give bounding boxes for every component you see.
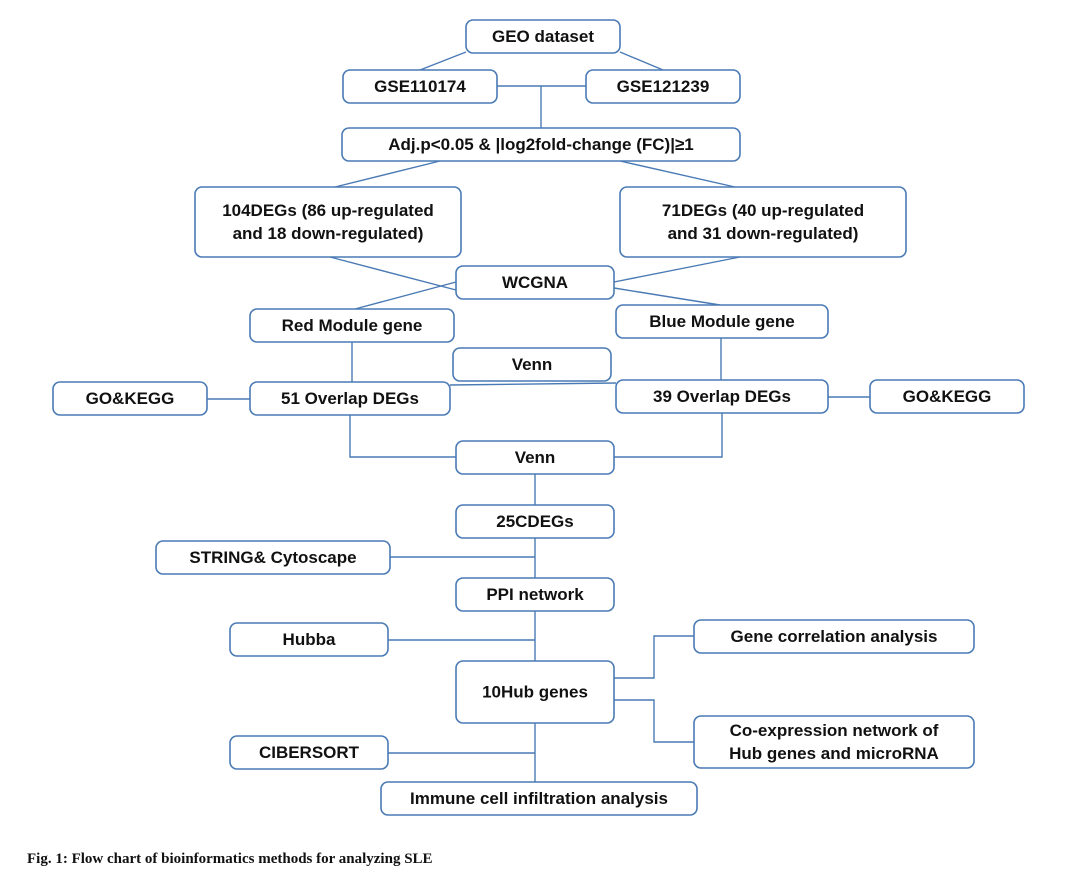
node-venn2-box bbox=[455, 440, 615, 475]
node-filter-label: Adj.p<0.05 & |log2fold-change (FC)|≥1 bbox=[388, 135, 694, 154]
node-blue-box bbox=[615, 304, 829, 339]
node-venn2: Venn bbox=[455, 440, 615, 475]
node-string-box bbox=[155, 540, 391, 575]
node-venn1-label: Venn bbox=[512, 355, 553, 374]
node-cdegs-box bbox=[455, 504, 615, 539]
node-cibersort-box bbox=[229, 735, 389, 770]
node-geo-label: GEO dataset bbox=[492, 27, 594, 46]
node-hub-label: 10Hub genes bbox=[482, 683, 588, 702]
node-overlap51-box bbox=[249, 381, 451, 416]
edge-filter-to-degs71 bbox=[619, 160, 736, 188]
node-corr: Gene correlation analysis bbox=[693, 619, 975, 654]
edge-overlap39-to-venn2 bbox=[614, 413, 723, 458]
edge-wcgna-to-red bbox=[354, 281, 457, 310]
node-cdegs: 25CDEGs bbox=[455, 504, 615, 539]
node-ppi: PPI network bbox=[455, 577, 615, 612]
node-immune-box bbox=[380, 781, 698, 816]
node-overlap51: 51 Overlap DEGs bbox=[249, 381, 451, 416]
node-venn1: Venn bbox=[452, 347, 612, 382]
node-venn2-label: Venn bbox=[515, 448, 556, 467]
node-overlap39-box bbox=[615, 379, 829, 414]
node-red-label: Red Module gene bbox=[282, 316, 423, 335]
edge-filter-to-degs104 bbox=[334, 160, 441, 188]
node-hub: 10Hub genes bbox=[455, 660, 615, 724]
node-degs104-label: and 18 down-regulated) bbox=[233, 224, 424, 243]
node-venn1-box bbox=[452, 347, 612, 382]
edge-hub-to-corr bbox=[614, 635, 694, 679]
node-immune: Immune cell infiltration analysis bbox=[380, 781, 698, 816]
node-gse110174-box bbox=[342, 69, 498, 104]
node-gse121239: GSE121239 bbox=[585, 69, 741, 104]
node-coexpr-label: Co-expression network of bbox=[730, 721, 939, 740]
node-filter: Adj.p<0.05 & |log2fold-change (FC)|≥1 bbox=[341, 127, 741, 162]
edge-overlap51-to-venn2 bbox=[349, 415, 456, 458]
node-gse110174-label: GSE110174 bbox=[374, 77, 466, 96]
node-coexpr: Co-expression network of Hub genes and mi… bbox=[693, 715, 975, 769]
node-ppi-box bbox=[455, 577, 615, 612]
node-gse121239-box bbox=[585, 69, 741, 104]
node-red-box bbox=[249, 308, 455, 343]
node-degs71-label: and 31 down-regulated) bbox=[668, 224, 859, 243]
node-wcgna-label: WCGNA bbox=[502, 273, 568, 292]
node-corr-label: Gene correlation analysis bbox=[731, 627, 938, 646]
node-degs104-label: 104DEGs (86 up-regulated bbox=[222, 201, 434, 220]
node-corr-box bbox=[693, 619, 975, 654]
flowchart-edges bbox=[207, 51, 870, 782]
node-degs71-box bbox=[619, 186, 907, 258]
node-gokegg_right-label: GO&KEGG bbox=[903, 387, 992, 406]
node-filter-box bbox=[341, 127, 741, 162]
node-degs104-box bbox=[194, 186, 462, 258]
node-degs104: 104DEGs (86 up-regulated and 18 down-regu… bbox=[194, 186, 462, 258]
node-gokegg_right: GO&KEGG bbox=[869, 379, 1025, 414]
node-gse121239-label: GSE121239 bbox=[617, 77, 710, 96]
edge-geo-to-gse110174 bbox=[419, 51, 467, 71]
node-hubba-box bbox=[229, 622, 389, 657]
node-red: Red Module gene bbox=[249, 308, 455, 343]
node-geo-box bbox=[465, 19, 621, 54]
edge-degs104-to-wcgna bbox=[329, 256, 457, 291]
node-immune-label: Immune cell infiltration analysis bbox=[410, 789, 668, 808]
node-coexpr-box bbox=[693, 715, 975, 769]
edge-wcgna-to-blue bbox=[613, 287, 721, 306]
node-hubba: Hubba bbox=[229, 622, 389, 657]
node-hubba-label: Hubba bbox=[283, 630, 336, 649]
node-gokegg_left: GO&KEGG bbox=[52, 381, 208, 416]
node-blue-label: Blue Module gene bbox=[649, 312, 794, 331]
node-overlap51-label: 51 Overlap DEGs bbox=[281, 389, 419, 408]
node-gokegg_left-box bbox=[52, 381, 208, 416]
node-ppi-label: PPI network bbox=[486, 585, 584, 604]
node-coexpr-label: Hub genes and microRNA bbox=[729, 744, 939, 763]
edge-overlap51-to-overlap39 bbox=[449, 382, 617, 386]
node-overlap39: 39 Overlap DEGs bbox=[615, 379, 829, 414]
node-degs71: 71DEGs (40 up-regulated and 31 down-regul… bbox=[619, 186, 907, 258]
node-string-label: STRING& Cytoscape bbox=[189, 548, 356, 567]
node-gse110174: GSE110174 bbox=[342, 69, 498, 104]
figure-caption: Fig. 1: Flow chart of bioinformatics met… bbox=[27, 851, 433, 867]
edge-degs71-to-wcgna bbox=[613, 256, 741, 283]
node-hub-box bbox=[455, 660, 615, 724]
node-cibersort: CIBERSORT bbox=[229, 735, 389, 770]
node-string: STRING& Cytoscape bbox=[155, 540, 391, 575]
edge-geo-to-gse121239 bbox=[619, 51, 664, 71]
node-wcgna: WCGNA bbox=[455, 265, 615, 300]
node-overlap39-label: 39 Overlap DEGs bbox=[653, 387, 791, 406]
node-wcgna-box bbox=[455, 265, 615, 300]
node-degs71-label: 71DEGs (40 up-regulated bbox=[662, 201, 864, 220]
node-cibersort-label: CIBERSORT bbox=[259, 743, 360, 762]
edge-hub-to-coexpr bbox=[614, 699, 694, 743]
node-cdegs-label: 25CDEGs bbox=[496, 512, 573, 531]
node-blue: Blue Module gene bbox=[615, 304, 829, 339]
node-gokegg_right-box bbox=[869, 379, 1025, 414]
node-geo: GEO dataset bbox=[465, 19, 621, 54]
node-gokegg_left-label: GO&KEGG bbox=[86, 389, 175, 408]
